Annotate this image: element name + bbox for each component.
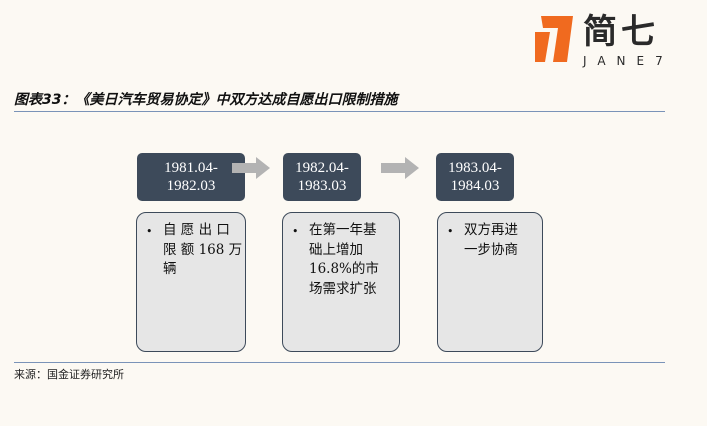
detail-box-2: • 在第一年基 础上增加 16.8%的市 场需求扩张 xyxy=(282,212,400,352)
jane7-logo: 简七 JANE7 xyxy=(533,10,703,72)
detail-2-line-1: 在第一年基 xyxy=(309,222,377,238)
arrow-right-icon xyxy=(381,157,419,179)
period-box-1: 1981.04- 1982.03 xyxy=(137,153,245,201)
detail-3-line-2: 一步协商 xyxy=(464,241,518,258)
detail-1-line-1: 自 愿 出 口 xyxy=(163,222,230,238)
detail-3-line-1: 双方再进 xyxy=(464,222,518,238)
source-note: 来源：国金证券研究所 xyxy=(14,368,124,381)
period-3-line-1: 1983.04- xyxy=(448,160,502,176)
detail-box-1: • 自 愿 出 口 限 额 168 万 辆 xyxy=(136,212,246,352)
detail-2-line-2: 础上增加 xyxy=(309,241,363,258)
figure-title: 图表33：《美日汽车贸易协定》中双方达成自愿出口限制措施 xyxy=(14,92,398,108)
arrow-right-icon xyxy=(232,157,270,179)
bullet-icon: • xyxy=(292,225,299,238)
period-3-line-2: 1984.03 xyxy=(450,178,500,194)
detail-1-line-2: 限 额 168 万 xyxy=(163,241,243,258)
period-box-3: 1983.04- 1984.03 xyxy=(436,153,514,201)
detail-1-line-3: 辆 xyxy=(163,261,177,277)
detail-box-3: • 双方再进 一步协商 xyxy=(437,212,543,352)
period-1-line-2: 1982.03 xyxy=(166,178,216,194)
bullet-icon: • xyxy=(447,225,454,238)
title-divider xyxy=(14,111,665,112)
bullet-icon: • xyxy=(146,225,153,238)
logo-en-text: JANE7 xyxy=(583,54,674,68)
period-1-line-1: 1981.04- xyxy=(164,160,218,176)
logo-mark-icon xyxy=(535,16,573,62)
period-2-line-2: 1983.03 xyxy=(297,178,347,194)
period-2-line-1: 1982.04- xyxy=(295,160,349,176)
source-divider xyxy=(14,362,665,363)
detail-2-line-3: 16.8%的市 xyxy=(309,261,379,277)
detail-2-line-4: 场需求扩张 xyxy=(309,280,377,297)
period-box-2: 1982.04- 1983.03 xyxy=(283,153,361,201)
logo-cn-text: 简七 xyxy=(583,12,659,52)
